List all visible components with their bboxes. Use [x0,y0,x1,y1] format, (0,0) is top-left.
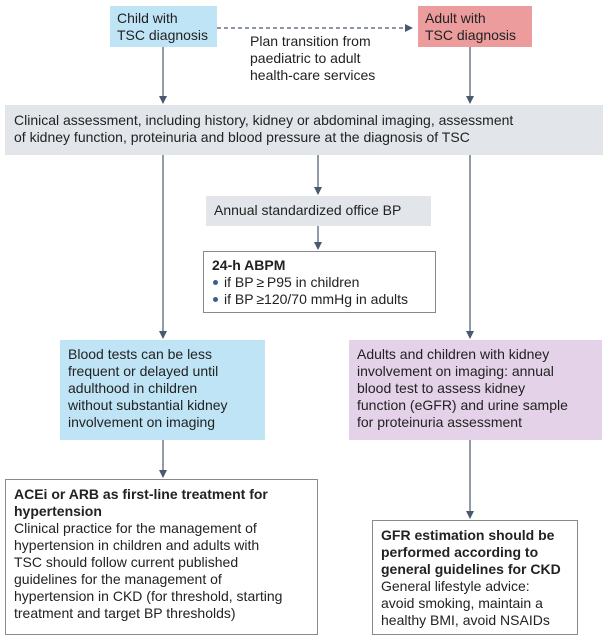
gfr-title-line-1: GFR estimation should be [381,527,555,543]
acei-arb-body-line-5: hypertension in CKD (for threshold, star… [14,588,283,604]
clinical-assessment-line-1: Clinical assessment, including history, … [14,112,514,128]
clinical-assessment-line-2: of kidney function, proteinuria and bloo… [14,129,470,145]
abpm-box: 24-h ABPM if BP ≥ P95 in children if BP … [203,251,436,313]
abpm-criterion-children: if BP ≥ P95 in children [212,274,427,291]
kidney-involvement-line-4: function (eGFR) and urine sample [357,397,568,413]
kidney-involvement-line-5: for proteinuria assessment [357,414,522,430]
gfr-body-line-2: avoid smoking, maintain a [381,595,543,611]
acei-arb-title-line-2: hypertension [14,503,102,519]
gfr-body-line-1: General lifestyle advice: [381,578,530,594]
child-diagnosis-line-2: TSC diagnosis [117,27,209,43]
transition-note-line-1: Plan transition from [250,33,371,49]
abpm-criteria-list: if BP ≥ P95 in children if BP ≥120/70 mm… [212,274,427,308]
gfr-title-line-2: performed according to [381,544,539,560]
kidney-involvement-line-3: blood test to assess kidney [357,380,526,396]
adult-diagnosis-line-1: Adult with [425,10,486,26]
adult-diagnosis-box: Adult with TSC diagnosis [418,6,532,47]
blood-tests-line-3: adulthood in children [68,380,198,396]
blood-tests-box: Blood tests can be less frequent or dela… [60,340,265,440]
gfr-title-line-3: general guidelines for CKD [381,561,561,577]
adult-diagnosis-line-2: TSC diagnosis [425,27,517,43]
abpm-title: 24-h ABPM [212,257,286,273]
abpm-criterion-adults-text: if BP ≥120/70 mmHg in adults [224,291,409,307]
transition-note-line-2: paediatric to adult [250,50,361,66]
transition-note-line-3: health-care services [250,67,376,83]
clinical-assessment-box: Clinical assessment, including history, … [5,105,603,155]
bullet-icon [213,279,218,285]
acei-arb-box: ACEi or ARB as first-line treatment for … [5,479,318,635]
transition-note: Plan transition from paediatric to adult… [250,33,415,84]
blood-tests-line-5: involvement on imaging [68,414,216,430]
kidney-involvement-line-1: Adults and children with kidney [357,346,550,362]
acei-arb-body-line-2: hypertension in children and adults with [14,537,260,553]
child-diagnosis-line-1: Child with [117,10,178,26]
blood-tests-line-2: frequent or delayed until [68,363,219,379]
abpm-criterion-children-text: if BP ≥ P95 in children [224,274,360,290]
acei-arb-body-line-3: TSC should follow current published [14,554,239,570]
annual-bp-text: Annual standardized office BP [214,202,402,218]
gfr-box: GFR estimation should be performed accor… [372,520,578,635]
blood-tests-line-4: without substantial kidney [68,397,228,413]
acei-arb-body-line-4: guidelines for the management of [14,571,222,587]
blood-tests-line-1: Blood tests can be less [68,346,212,362]
annual-bp-box: Annual standardized office BP [206,196,431,226]
bullet-icon [213,296,218,302]
abpm-criterion-adults: if BP ≥120/70 mmHg in adults [212,291,427,308]
kidney-involvement-line-2: involvement on imaging: annual [357,363,554,379]
acei-arb-title-line-1: ACEi or ARB as first-line treatment for [14,486,268,502]
kidney-involvement-box: Adults and children with kidney involvem… [349,340,602,440]
acei-arb-body-line-1: Clinical practice for the management of [14,520,257,536]
acei-arb-body-line-6: treatment and target BP thresholds) [14,605,236,621]
gfr-body-line-3: healthy BMI, avoid NSAIDs [381,612,550,628]
child-diagnosis-box: Child with TSC diagnosis [110,6,217,47]
